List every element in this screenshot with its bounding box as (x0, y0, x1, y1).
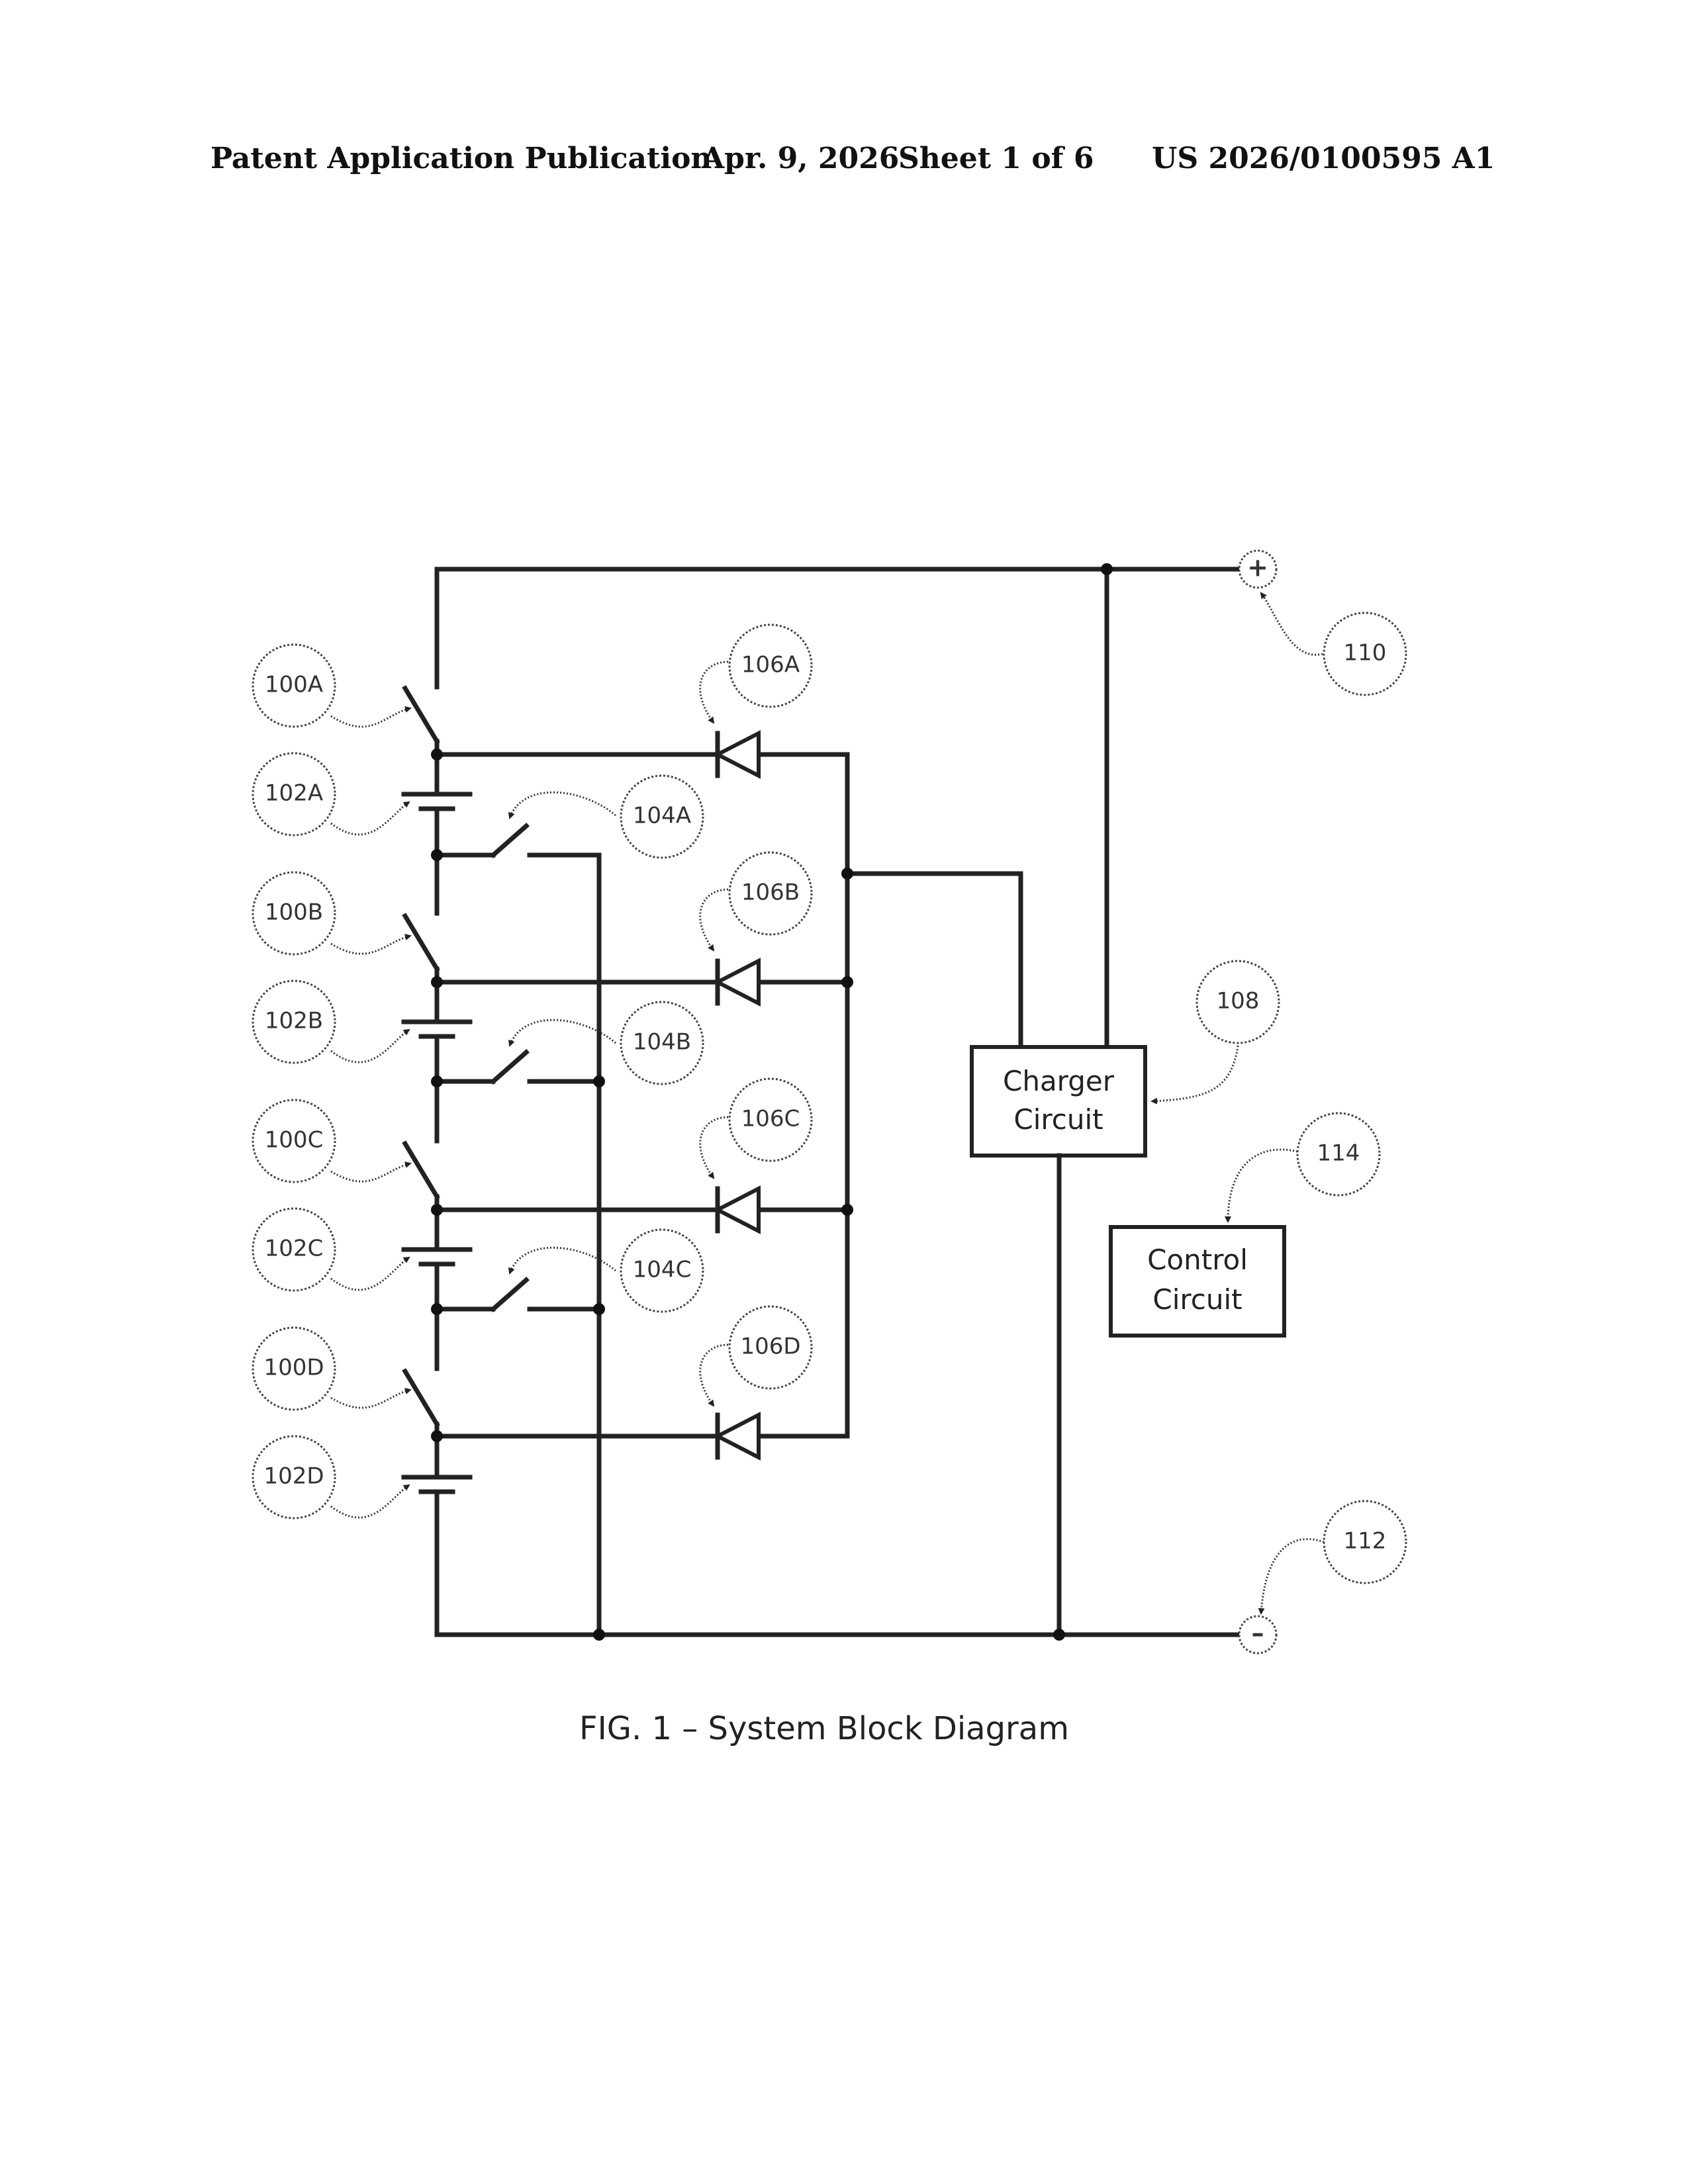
switch-100b (405, 916, 437, 969)
switch-104c (493, 1280, 526, 1309)
ref-bubble-102c: 102C (253, 1208, 335, 1291)
ref-bubble-102b: 102B (253, 981, 335, 1063)
control-label-line2: Circuit (1152, 1283, 1242, 1316)
ref-bubble-104a: 104A (621, 776, 703, 858)
positive-terminal-symbol: + (1247, 553, 1268, 582)
charger-circuit-block: Charger Circuit (972, 569, 1145, 1635)
ref-100c-label: 100C (265, 1127, 324, 1154)
negative-terminal: – (1239, 1616, 1276, 1653)
ref-100b-label: 100B (265, 899, 323, 926)
ref-bubble-112: 112 (1324, 1501, 1406, 1583)
ref-bubble-106a: 106A (729, 625, 812, 707)
positive-terminal: + (1239, 551, 1276, 588)
ref-102d-label: 102D (263, 1463, 324, 1490)
negative-terminal-symbol: – (1252, 1619, 1264, 1648)
ref-bubble-104c: 104C (621, 1230, 703, 1312)
switch-104b (493, 1052, 526, 1081)
ref-102c-label: 102C (265, 1236, 324, 1262)
ref-104c-label: 104C (633, 1257, 692, 1283)
ref-102b-label: 102B (265, 1008, 323, 1034)
cell-stack (404, 688, 470, 1635)
switch-100a (405, 688, 437, 741)
ref-106a-label: 106A (741, 652, 800, 678)
control-label-line1: Control (1147, 1244, 1248, 1276)
ref-114-label: 114 (1317, 1140, 1360, 1167)
ref-bubble-102d: 102D (253, 1436, 335, 1518)
positive-rail (437, 569, 1239, 687)
ref-bubble-100c: 100C (253, 1100, 335, 1182)
ref-bubble-106b: 106B (729, 852, 812, 934)
control-circuit-block: Control Circuit (1111, 1227, 1284, 1336)
diode-106c (718, 1189, 759, 1231)
ref-bubble-104b: 104B (621, 1002, 703, 1084)
ref-bubble-102a: 102A (253, 753, 335, 835)
diode-106d (718, 1415, 759, 1457)
ref-bubble-114: 114 (1297, 1113, 1380, 1195)
ref-bubble-108: 108 (1197, 961, 1279, 1043)
charger-label-line2: Circuit (1013, 1103, 1103, 1136)
ref-102a-label: 102A (265, 780, 323, 807)
ref-104a-label: 104A (633, 803, 691, 829)
ref-112-label: 112 (1344, 1528, 1387, 1555)
figure-caption: FIG. 1 – System Block Diagram (579, 1710, 1069, 1747)
diode-rows (437, 754, 1021, 1436)
ref-110-label: 110 (1344, 640, 1387, 666)
ref-106c-label: 106C (741, 1106, 800, 1132)
ref-bubble-100d: 100D (253, 1328, 335, 1410)
switch-100c (405, 1144, 437, 1197)
ref-100a-label: 100A (265, 672, 323, 698)
ref-bubble-100a: 100A (253, 645, 335, 727)
bypass-switches (437, 826, 599, 1635)
diode-106b (718, 961, 759, 1003)
ref-bubble-110: 110 (1324, 613, 1406, 695)
ref-bubble-106d: 106D (729, 1306, 812, 1388)
leader-lines (331, 593, 1324, 1614)
ref-108-label: 108 (1217, 988, 1260, 1015)
ref-bubble-106c: 106C (729, 1079, 812, 1161)
ref-106b-label: 106B (741, 880, 800, 906)
ref-100d-label: 100D (263, 1355, 324, 1381)
ref-106d-label: 106D (740, 1334, 800, 1360)
charger-label-line1: Charger (1003, 1065, 1115, 1097)
switch-104a (493, 826, 526, 855)
ref-bubble-100b: 100B (253, 872, 335, 954)
diode-106a (718, 733, 759, 776)
ref-104b-label: 104B (633, 1029, 691, 1056)
switch-100d (405, 1371, 437, 1424)
